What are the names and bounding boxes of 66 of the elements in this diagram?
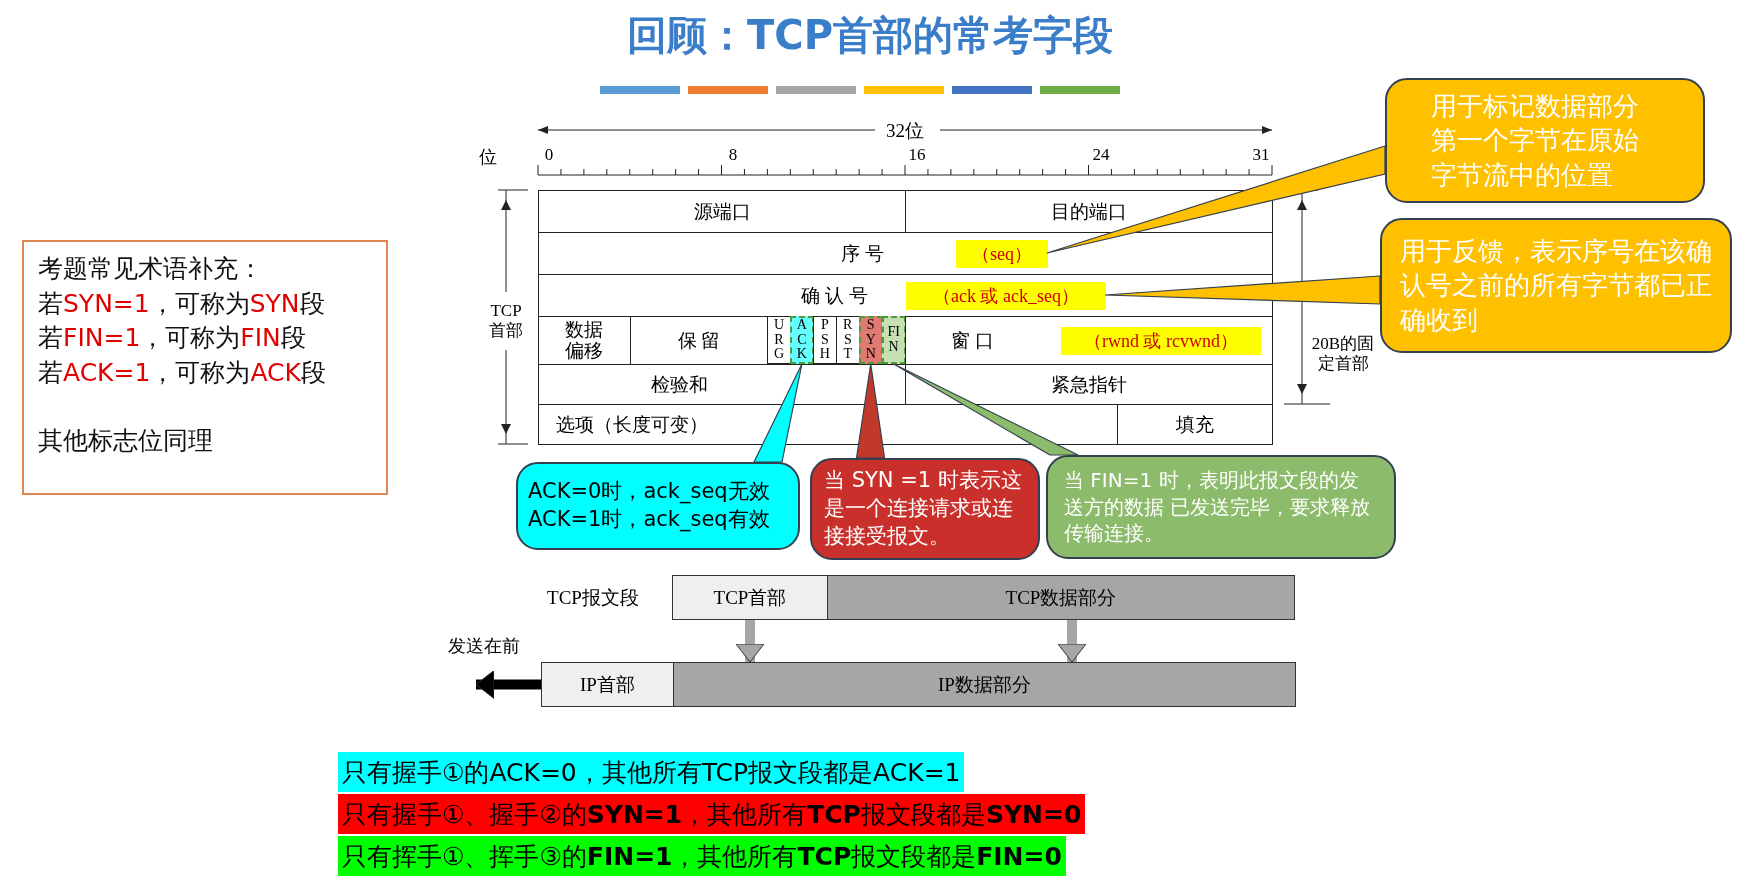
block-label: TCP首部 (713, 585, 787, 610)
tag-text: （seq） (972, 243, 1032, 266)
note-text: 若SYN=1，可称为SYN段 (38, 287, 326, 320)
callout-text: ACK=1时，ack_seq有效 (528, 506, 770, 534)
segment-block (827, 575, 1295, 620)
field-label: 源端口 (693, 199, 751, 224)
callout-bubble (1385, 78, 1705, 203)
block-label: IP首部 (580, 672, 635, 697)
arrow (735, 620, 765, 663)
flag-label: PSH (818, 317, 831, 363)
segment-block (541, 662, 674, 707)
flag-bit-field (812, 316, 837, 364)
tag-text: （rwnd 或 rcvwnd） (1084, 330, 1238, 353)
field-label: 选项（长度可变） (556, 412, 708, 437)
segment-block (672, 575, 828, 620)
note-text: 考题常见术语补充： (38, 253, 264, 285)
highlight-tag (906, 282, 1106, 310)
arrow (1057, 620, 1087, 663)
callout-text: 当 SYN =1 时表示这是一个连接请求或连接接受报文。 (824, 467, 1023, 550)
callout-text: 用于反馈，表示序号在该确认号之前的所有字节都已正确收到 (1400, 235, 1712, 337)
title: 回顾：TCP首部的常考字段 (626, 11, 1114, 60)
field-label: 数据偏移 (564, 319, 605, 362)
block-label: TCP数据部分 (1005, 585, 1117, 610)
flag-label: RST (842, 317, 854, 363)
header-field (1117, 404, 1273, 445)
arrow (475, 670, 541, 699)
flag-bit-field (858, 316, 883, 364)
flag-label: FIN (886, 325, 901, 355)
callout-bubble (810, 458, 1040, 560)
callout-pointer (1104, 275, 1381, 305)
field-label: 目的端口 (1051, 199, 1127, 224)
field-label: 检验和 (651, 372, 708, 397)
summary-text: 只有握手①、握手②的SYN=1，其他所有TCP报文段都是SYN=0 (342, 798, 1082, 831)
flag-bit-field (881, 316, 906, 364)
callout-pointer (893, 363, 1079, 456)
field-label: 窗 口 (951, 328, 994, 353)
header-field (538, 190, 906, 233)
note-text: 其他标志位同理 (38, 425, 214, 457)
callout-text: 当 FIN=1 时，表明此报文段的发送方的数据 已发送完毕，要求释放传输连接。 (1064, 467, 1372, 547)
flag-label: ACK (795, 317, 808, 363)
note-box (22, 240, 388, 495)
callout-bubble (1046, 455, 1396, 559)
summary-text: 只有挥手①、挥手③的FIN=1，其他所有TCP报文段都是FIN=0 (342, 840, 1062, 873)
callout-text: 用于标记数据部分第一个字节在原始字节流中的位置 (1431, 90, 1640, 192)
callout-bubble (1380, 218, 1732, 353)
block-label: IP数据部分 (938, 672, 1031, 697)
highlight-tag (1061, 327, 1261, 355)
flag-label: URG (772, 317, 786, 363)
note-text: 若ACK=1，可称为ACK段 (38, 356, 327, 389)
summary-text: 只有握手①的ACK=0，其他所有TCP报文段都是ACK=1 (342, 756, 961, 789)
flag-label: SYN (864, 317, 877, 363)
field-label: 填充 (1176, 412, 1214, 437)
field-label: 紧急指针 (1051, 372, 1127, 397)
field-label: 确 认 号 (801, 283, 868, 308)
flag-bit-field (789, 316, 814, 364)
callout-text: ACK=0时，ack_seq无效 (528, 478, 770, 506)
tag-text: （ack 或 ack_seq） (933, 285, 1079, 308)
callout-pointer (855, 363, 886, 459)
callout-pointer (1046, 145, 1386, 254)
segment-block (673, 662, 1296, 707)
field-label: 序 号 (841, 241, 884, 266)
note-text: 若FIN=1，可称为FIN段 (38, 322, 307, 354)
highlight-tag (956, 240, 1048, 268)
callout-pointer (753, 363, 803, 463)
header-field (905, 316, 1273, 365)
field-label: 保 留 (677, 328, 721, 353)
